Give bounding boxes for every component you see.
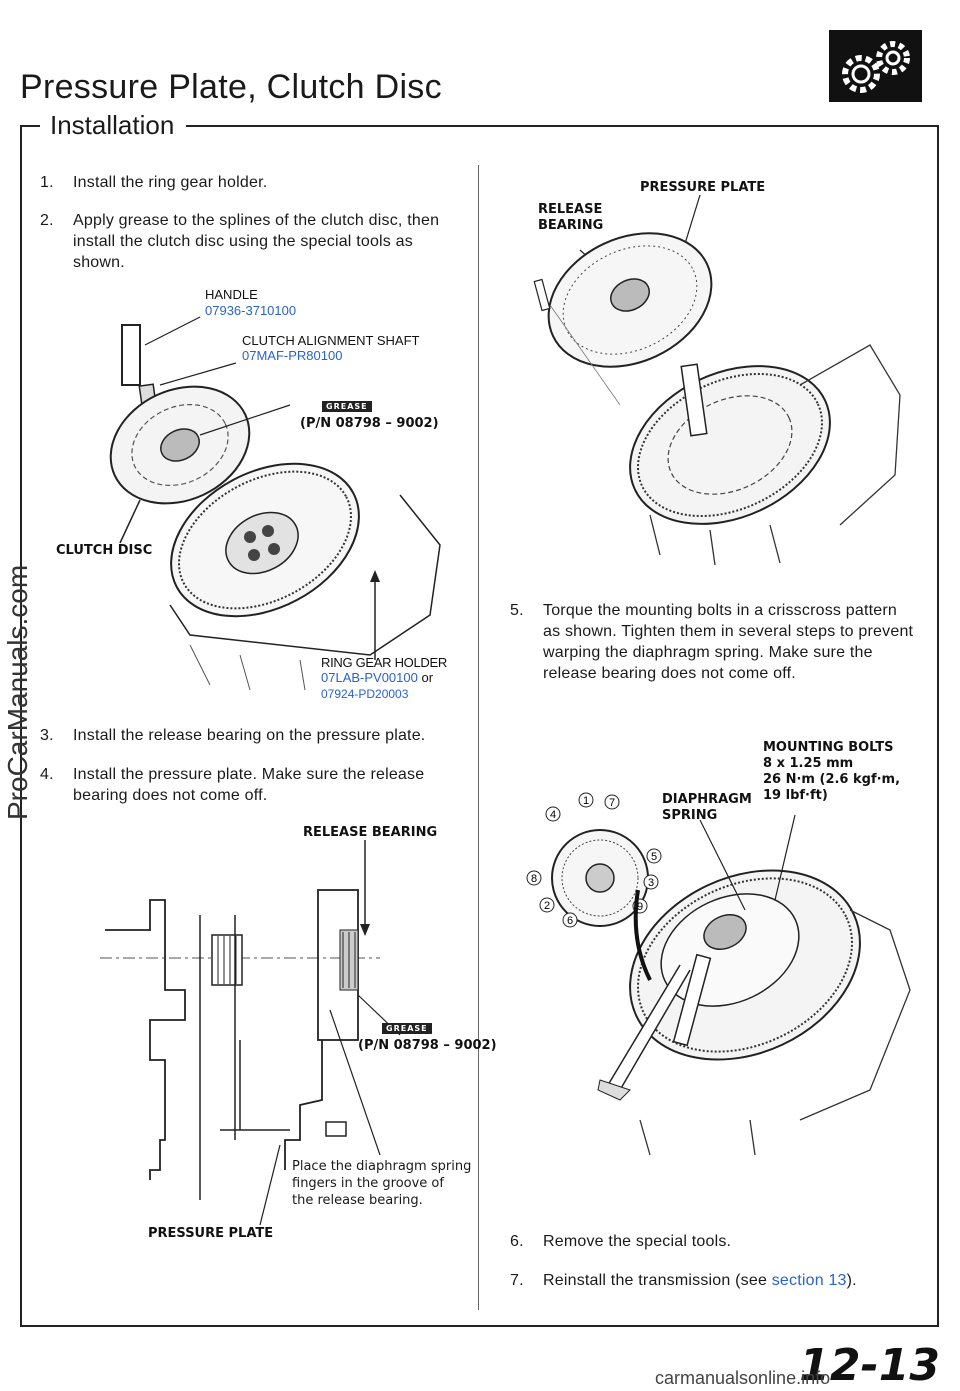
seq-7: 7 [609,797,615,809]
seq-2: 2 [544,900,550,912]
page-title: Pressure Plate, Clutch Disc [20,68,442,106]
gears-icon [829,30,922,102]
diaphragm-spring-label: DIAPHRAGM SPRING [662,792,752,823]
seq-4: 4 [550,809,556,821]
seq-9: 9 [637,901,643,913]
diaphragm-note: Place the diaphragm spring fingers in th… [292,1159,472,1208]
seq-1: 1 [583,795,589,807]
step-4: 4.Install the pressure plate. Make sure … [40,766,425,804]
ring-gear-holder-pn: 07LAB-PV00100 or [321,670,434,685]
torque-sequence-figure: 1 7 4 5 3 8 9 2 6 [526,792,911,1156]
shaft-label: CLUTCH ALIGNMENT SHAFT [242,333,420,348]
frame-top-right [186,125,937,127]
step-1: 1.Install the ring gear holder. [40,174,268,191]
column-divider [478,165,479,1310]
handle-part-number: 07936-3710100 [205,303,297,318]
release-bearing-section-figure [100,840,401,1226]
seq-5: 5 [651,851,657,863]
pressure-plate-label: PRESSURE PLATE [148,1226,274,1241]
grease-part-number-2: (P/N 08798 – 9002) [358,1038,497,1053]
bottom-watermark: carmanualsonline.info [655,1368,831,1388]
side-watermark: ProCarManuals.com [2,564,33,820]
step-5: 5.Torque the mounting bolts in a crisscr… [510,602,914,682]
grease-tag: GREASE [322,396,372,414]
step-3: 3.Install the release bearing on the pre… [40,727,426,744]
pressure-plate-figure [533,195,901,566]
section-frame [20,125,939,1327]
step-2: 2.Apply grease to the splines of the clu… [40,212,440,271]
step-7: 7.Reinstall the transmission (see sectio… [510,1272,857,1289]
section-heading: Installation [46,110,179,141]
page-number: 12-13 [799,1340,940,1391]
clutch-disc-figure [109,316,441,691]
ring-gear-holder-label: RING GEAR HOLDER [321,655,447,670]
section-13-link[interactable]: section 13 [771,1272,847,1289]
seq-6: 6 [567,915,573,927]
frame-top-left [20,125,40,127]
grease-tag-2: GREASE [382,1018,432,1036]
grease-part-number: (P/N 08798 – 9002) [300,416,439,431]
pressure-plate-label-right: PRESSURE PLATE [640,180,766,195]
release-bearing-label-right: RELEASE BEARING [538,202,604,233]
handle-label: HANDLE [205,287,258,302]
clutch-disc-label: CLUTCH DISC [56,543,153,558]
seq-8: 8 [531,873,537,885]
shaft-part-number: 07MAF-PR80100 [242,348,343,363]
step-6: 6.Remove the special tools. [510,1233,732,1250]
seq-3: 3 [648,877,654,889]
mounting-bolts-spec: MOUNTING BOLTS 8 x 1.25 mm 26 N·m (2.6 k… [763,740,901,803]
ring-gear-holder-pn-alt: 07924-PD20003 [321,687,409,701]
release-bearing-label: RELEASE BEARING [303,825,438,840]
